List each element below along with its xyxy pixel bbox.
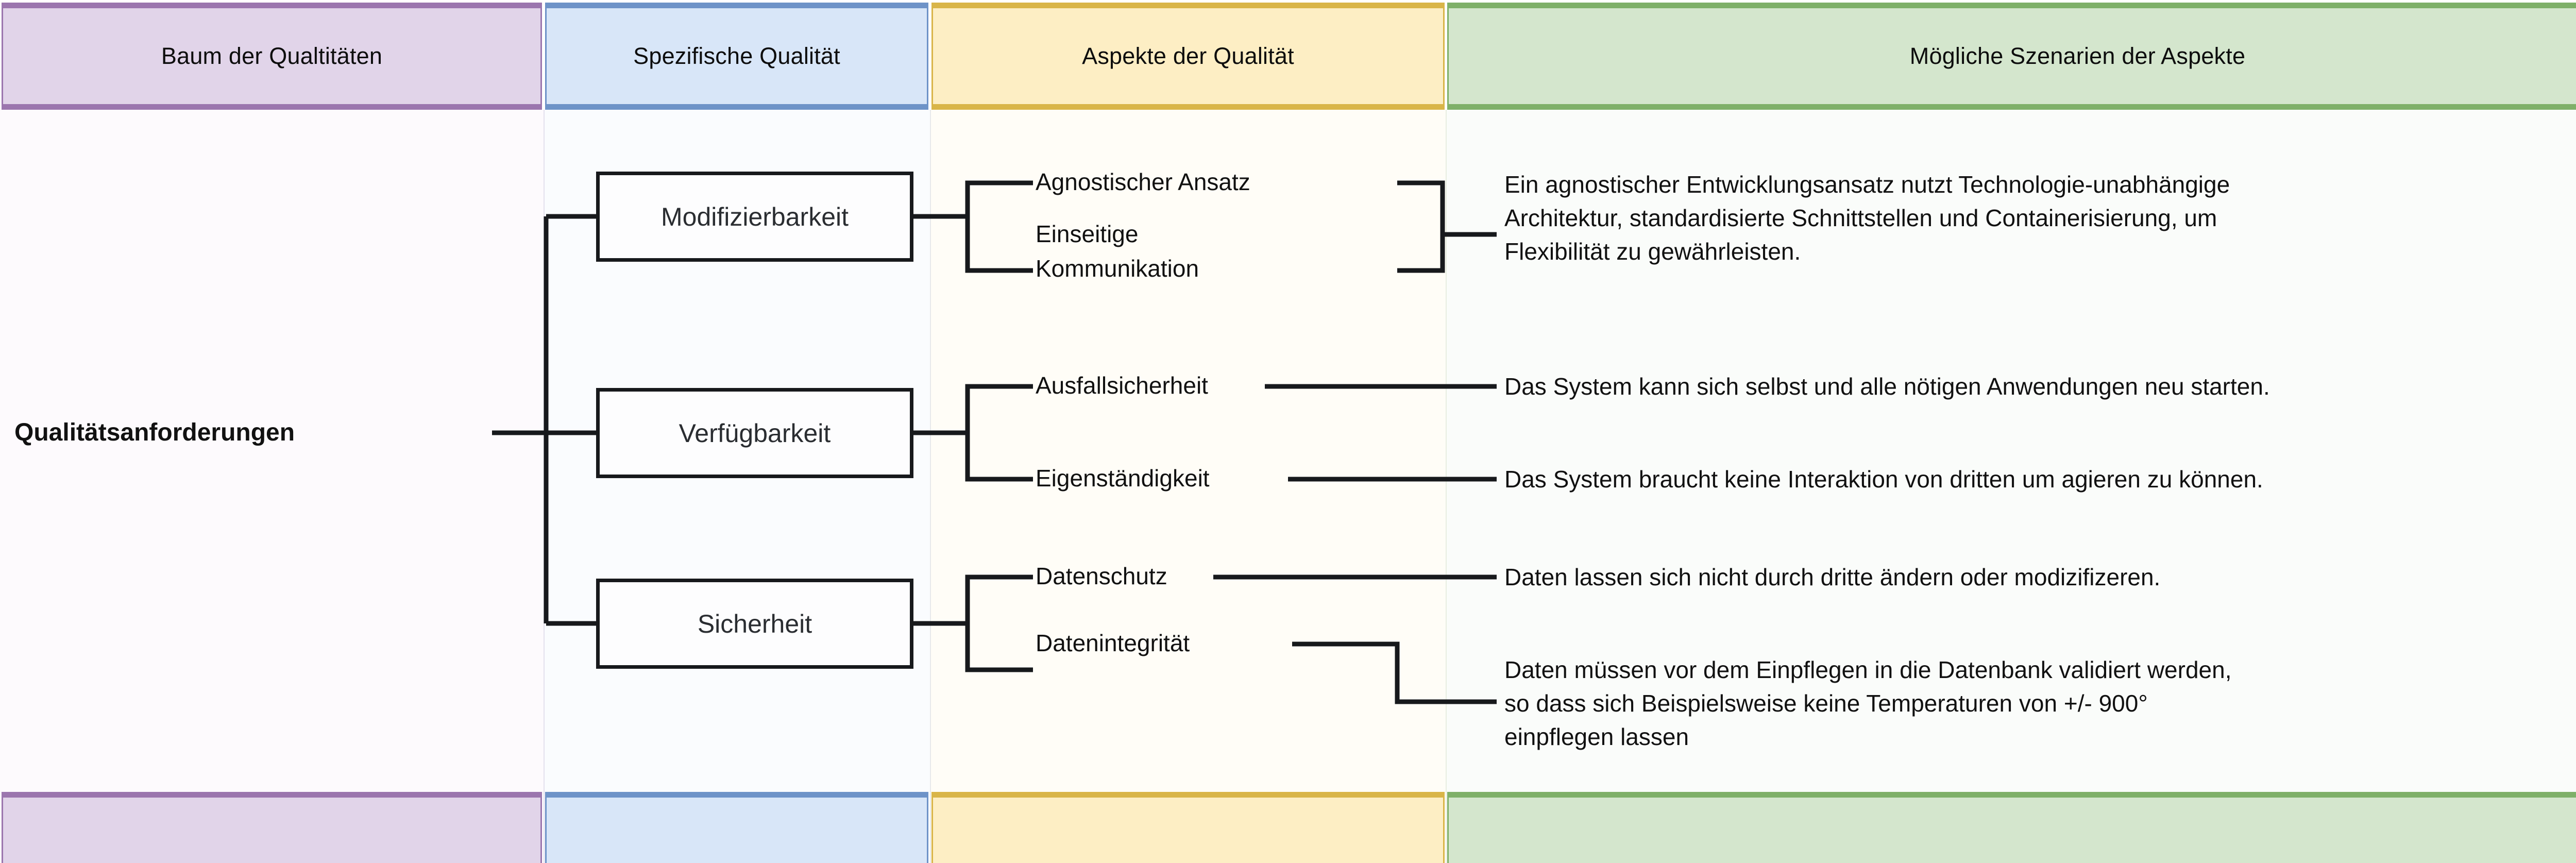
scenario-line-sicherheit-1: Daten lassen sich nicht durch dritte änd…: [1504, 564, 2161, 590]
aspect-label-ausfallsicherheit: Ausfallsicherheit: [1036, 372, 1208, 399]
column-divider-2: [930, 110, 931, 863]
column-divider-3: [1446, 110, 1447, 863]
scenario-line-modifizierbarkeit-1: Ein agnostischer Entwicklungsansatz nutz…: [1504, 171, 2230, 198]
column-header-tree-label: Baum der Qualtitäten: [161, 43, 383, 69]
scenario-line-verfuegbarkeit-2: Das System braucht keine Interaktion von…: [1504, 466, 2263, 493]
column-footer-tree: [2, 792, 542, 863]
column-footer-scenarios: [1447, 792, 2576, 863]
column-footer-quality: [545, 792, 928, 863]
quality-box-modifizierbarkeit[interactable]: Modifizierbarkeit: [596, 172, 913, 262]
column-header-quality: Spezifische Qualität: [545, 3, 928, 110]
quality-box-sicherheit[interactable]: Sicherheit: [596, 579, 913, 669]
column-header-scenarios: Mögliche Szenarien der Aspekte: [1447, 3, 2576, 110]
scenario-line-sicherheit-2: Daten müssen vor dem Einpflegen in die D…: [1504, 656, 2232, 683]
aspect-label-datenschutz: Datenschutz: [1036, 563, 1167, 589]
scenario-line-modifizierbarkeit-3: Flexibilität zu gewährleisten.: [1504, 238, 1801, 265]
column-body-aspects: [931, 110, 1446, 863]
column-body-tree: [0, 110, 544, 863]
column-footer-aspects: [931, 792, 1445, 863]
quality-box-verfuegbarkeit[interactable]: Verfügbarkeit: [596, 388, 913, 478]
aspect-label-kommunikation: Kommunikation: [1036, 255, 1199, 282]
quality-box-modifizierbarkeit-label: Modifizierbarkeit: [660, 202, 849, 231]
quality-box-verfuegbarkeit-label: Verfügbarkeit: [679, 418, 831, 448]
column-header-aspects-label: Aspekte der Qualität: [1082, 43, 1294, 69]
column-body-scenarios: [1447, 110, 2576, 863]
column-header-aspects: Aspekte der Qualität: [931, 3, 1445, 110]
aspect-label-agnostischer-ansatz: Agnostischer Ansatz: [1036, 168, 1250, 195]
scenario-line-sicherheit-4: einpflegen lassen: [1504, 723, 1689, 750]
root-node-label: Qualitätsanforderungen: [14, 419, 295, 446]
column-header-scenarios-label: Mögliche Szenarien der Aspekte: [1909, 43, 2246, 69]
column-header-tree: Baum der Qualtitäten: [2, 3, 542, 110]
scenario-line-sicherheit-3: so dass sich Beispielsweise keine Temper…: [1504, 690, 2148, 717]
scenario-line-modifizierbarkeit-2: Architektur, standardisierte Schnittstel…: [1504, 205, 2217, 231]
quality-box-sicherheit-label: Sicherheit: [697, 609, 812, 638]
column-header-quality-label: Spezifische Qualität: [633, 43, 840, 69]
aspect-label-eigenstaendigkeit: Eigenständigkeit: [1036, 465, 1210, 492]
aspect-label-datenintegritaet: Datenintegrität: [1036, 630, 1190, 656]
aspect-label-einseitige: Einseitige: [1036, 221, 1139, 247]
scenario-line-verfuegbarkeit-1: Das System kann sich selbst und alle nöt…: [1504, 373, 2270, 400]
